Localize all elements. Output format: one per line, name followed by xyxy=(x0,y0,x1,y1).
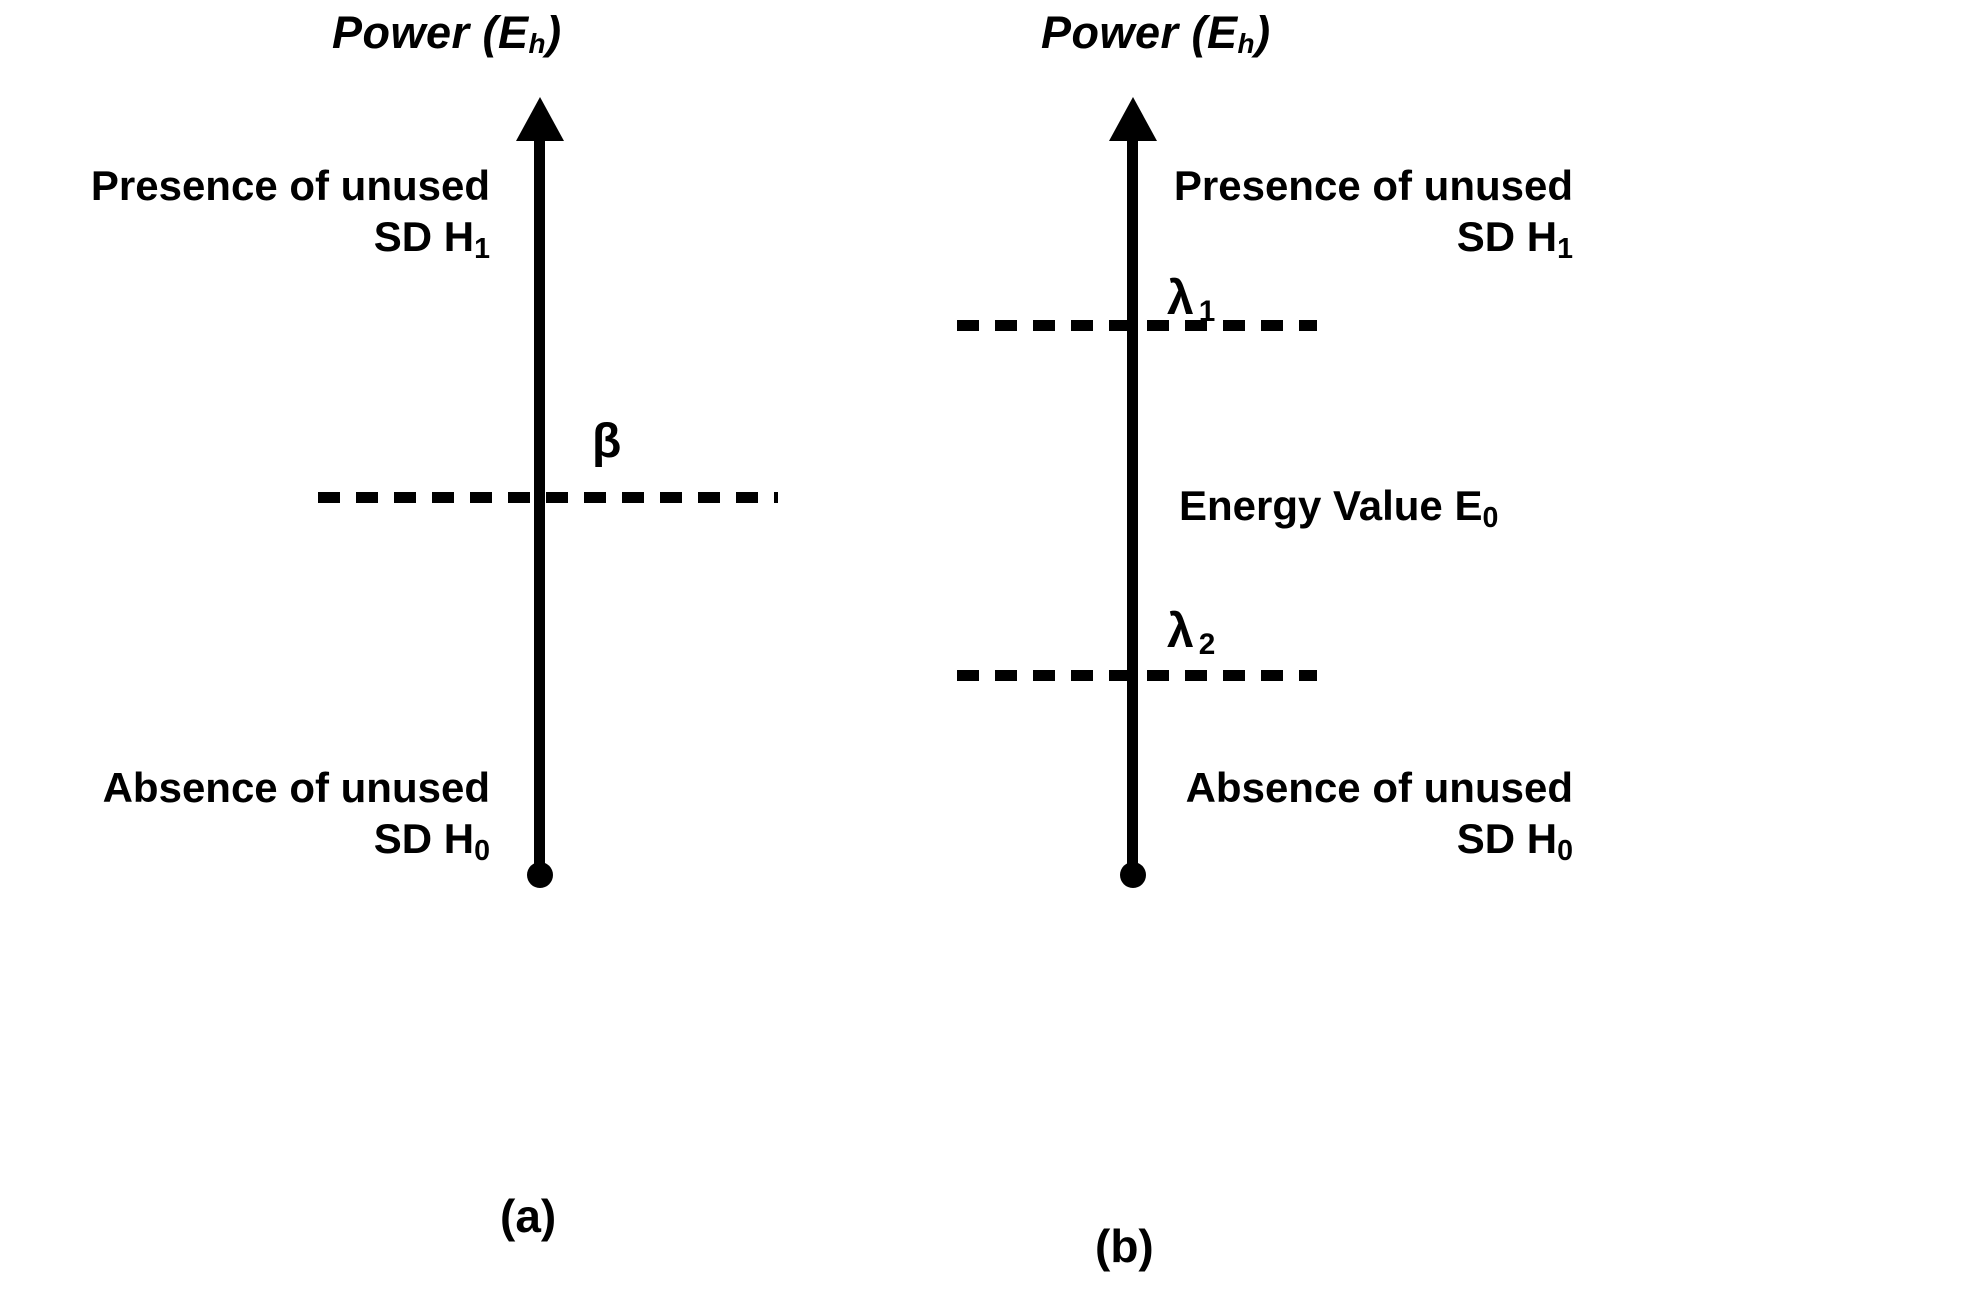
region-label-absence-a-line2: SD H xyxy=(373,815,475,863)
panel-caption-a: (a) xyxy=(500,1190,557,1242)
axis-base-dot-b xyxy=(1120,862,1146,888)
axis-title-a-sub: h xyxy=(528,28,547,60)
threshold-label-lambda-2-sub: 2 xyxy=(1198,627,1216,661)
region-label-absence-b-sub: 0 xyxy=(1557,835,1573,868)
region-label-absence-a-line1: Absence of unused xyxy=(102,764,490,811)
region-label-presence-a-sub: 1 xyxy=(474,233,490,266)
region-label-absence-b-line1: Absence of unused xyxy=(1185,764,1573,811)
region-label-absence-a-sub: 0 xyxy=(474,835,490,868)
axis-title-b-sub: h xyxy=(1237,28,1256,60)
threshold-line-lambda-2 xyxy=(957,670,1317,681)
threshold-label-lambda-2-symbol: λ xyxy=(1167,605,1194,658)
threshold-label-lambda-1-sub: 1 xyxy=(1198,294,1216,328)
threshold-label-lambda-1-symbol: λ xyxy=(1167,272,1194,325)
axis-shaft-b xyxy=(1127,138,1138,878)
threshold-line-beta xyxy=(318,492,778,503)
axis-title-a: Power (Eh) xyxy=(332,10,562,58)
region-label-absence-b-line2: SD H xyxy=(1456,815,1558,863)
axis-arrowhead-icon-a xyxy=(516,97,564,141)
threshold-label-beta-symbol: β xyxy=(592,415,622,468)
axis-title-a-text: Power (E xyxy=(332,7,529,58)
panel-caption-b: (b) xyxy=(1095,1220,1154,1272)
region-label-presence-b-line1: Presence of unused xyxy=(1173,162,1573,209)
axis-title-b-close: ) xyxy=(1255,7,1271,58)
region-label-presence-a-line2: SD H xyxy=(373,213,475,261)
region-label-energy-value: Energy Value E0 xyxy=(1179,485,1498,533)
axis-title-b-text: Power (E xyxy=(1041,7,1238,58)
threshold-line-lambda-1 xyxy=(957,320,1317,331)
region-label-presence-b-line2: SD H xyxy=(1456,213,1558,261)
axis-shaft-a xyxy=(534,138,545,878)
threshold-label-beta: β xyxy=(592,418,621,466)
axis-title-b: Power (Eh) xyxy=(1041,10,1271,58)
axis-arrowhead-icon-b xyxy=(1109,97,1157,141)
region-label-energy-value-sub: 0 xyxy=(1482,502,1499,535)
region-label-presence-a-line1: Presence of unused xyxy=(90,162,490,209)
region-label-presence-b-sub: 1 xyxy=(1557,233,1573,266)
axis-base-dot-a xyxy=(527,862,553,888)
region-label-energy-value-text: Energy Value E xyxy=(1179,482,1483,529)
axis-title-a-close: ) xyxy=(546,7,562,58)
